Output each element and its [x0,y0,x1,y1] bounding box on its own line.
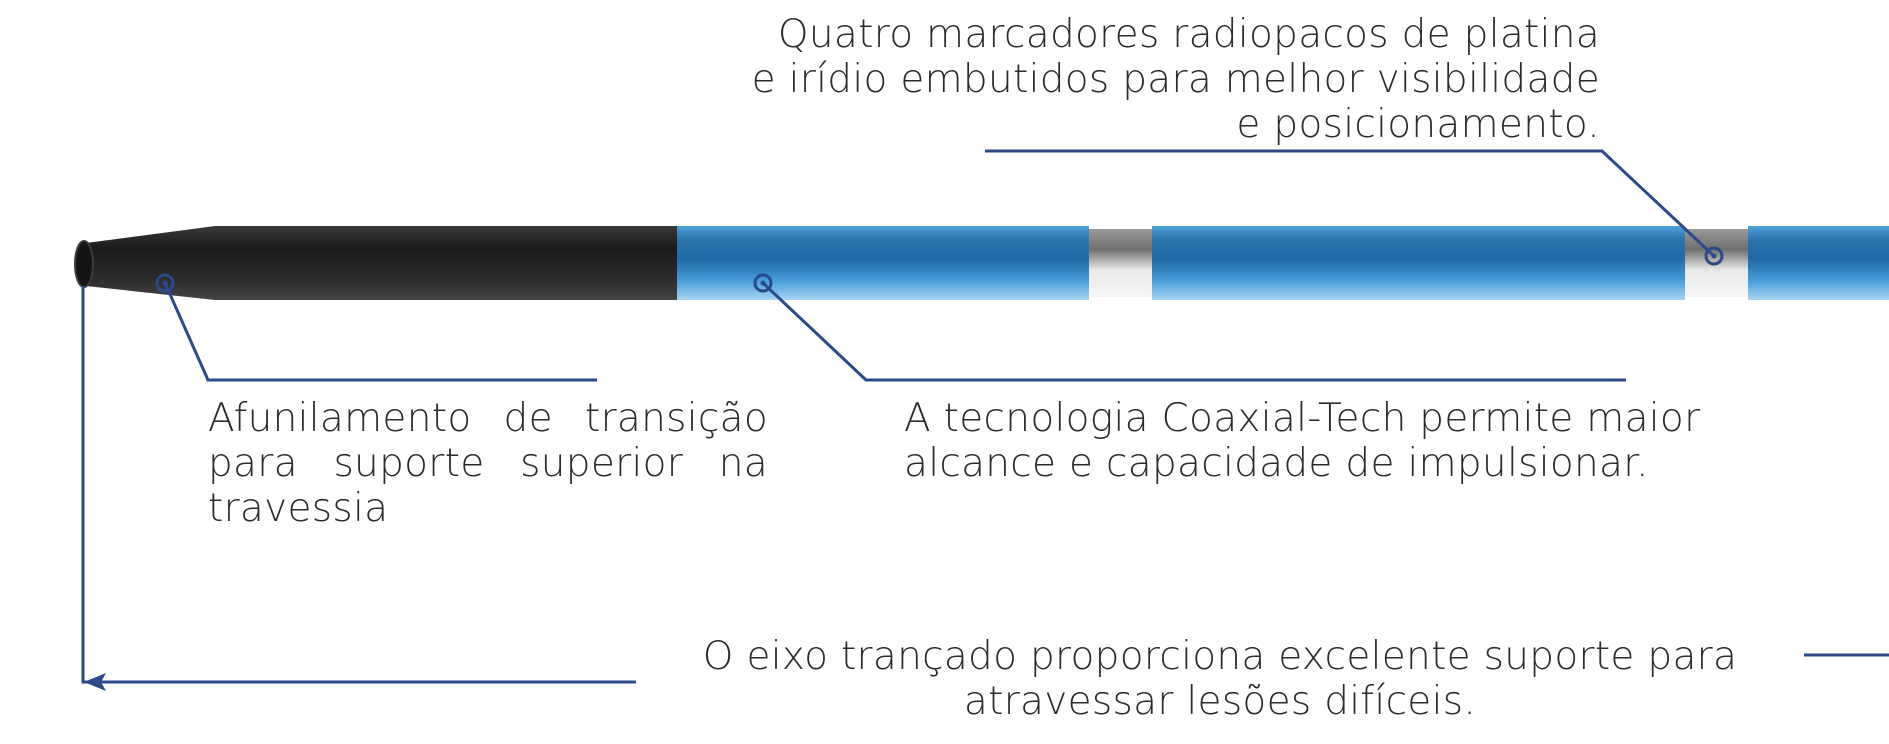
callout-taper-line: Afunilamento de transição [208,396,768,441]
callout-coaxial-line: alcance e capacidade de impulsionar. [904,441,1649,486]
taper-pointer-dot [155,273,175,293]
callout-braided-line: O eixo trançado proporciona excelente su… [702,634,1738,679]
callout-markers-line: e posicionamento. [1236,102,1600,147]
callout-markers-line: Quatro marcadores radiopacos de platina [777,12,1600,57]
shaft-segment-2 [1152,226,1685,300]
shaft-segment-3 [1748,226,1889,300]
marker-band-1 [1089,229,1152,297]
callout-taper-line: travessia [208,486,389,531]
callout-markers-line: e irídio embutidos para melhor visibilid… [751,57,1600,102]
callout-braided-line: atravessar lesões difíceis. [963,679,1477,724]
shaft-segment-1 [677,226,1089,300]
callout-coaxial: A tecnologia Coaxial-Tech permite maior … [904,396,1754,486]
callout-taper-line: para suporte superior na [208,441,768,486]
taper-pointer-center [162,280,168,286]
leader-line-taper [163,282,597,382]
callout-braided: O eixo trançado proporciona excelente su… [660,634,1780,724]
leader-line-markers [985,149,1716,258]
leader-line-coaxial [761,281,1626,382]
tip-opening [74,240,94,288]
coaxial-pointer-dot [753,273,773,293]
callout-taper: Afunilamento de transição para suporte s… [208,396,768,531]
leader-line-braided-left [81,286,636,684]
tapered-tip [86,226,678,300]
coaxial-pointer-center [760,280,766,286]
marker-pointer-dot [1704,246,1724,266]
marker-pointer-center [1711,253,1717,259]
arrow-left-icon [84,673,106,691]
callout-coaxial-line: A tecnologia Coaxial-Tech permite maior [904,396,1701,441]
callout-markers: Quatro marcadores radiopacos de platina … [700,12,1600,147]
